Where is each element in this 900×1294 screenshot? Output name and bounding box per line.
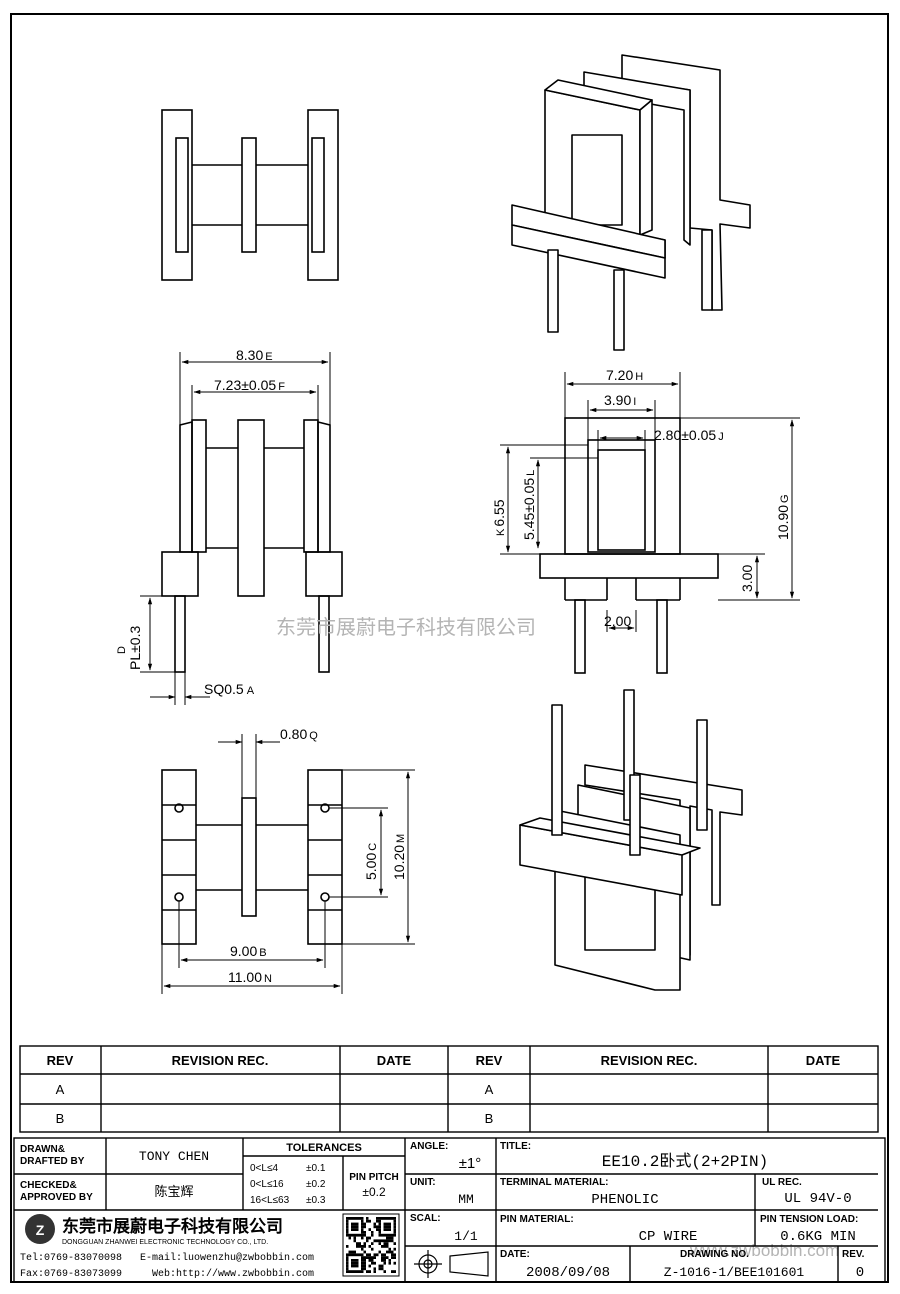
unit-label: UNIT: — [410, 1177, 436, 1188]
tension-label: PIN TENSION LOAD: — [760, 1214, 858, 1225]
terminal-value: PHENOLIC — [591, 1192, 658, 1208]
date-label: DATE: — [500, 1249, 530, 1260]
scale-value: 1/1 — [454, 1229, 478, 1244]
projection-symbol — [414, 1250, 489, 1278]
svg-text:Z: Z — [36, 1222, 45, 1238]
drawn-label: DRAWN& DRAFTED BY — [20, 1144, 85, 1167]
bottom-view — [161, 769, 343, 945]
title-label: TITLE: — [500, 1141, 531, 1152]
pin-material-value: CP WIRE — [639, 1229, 698, 1245]
rev-header-6: DATE — [806, 1053, 841, 1068]
company-fax: Fax:0769-83073099 — [20, 1269, 122, 1280]
dim-pin-row-pitch: 5.00C — [363, 843, 379, 880]
ul-value: UL 94V-0 — [784, 1191, 851, 1207]
drawing-label: DRAWING NO. — [680, 1249, 749, 1260]
title-value: EE10.2卧式(2+2PIN) — [602, 1152, 768, 1171]
revision-table — [19, 1045, 879, 1133]
front-view — [161, 419, 343, 673]
dim-pin-length-tag: D — [116, 646, 128, 654]
tol-value-1: ±0.1 — [306, 1163, 326, 1174]
company-logo: Z — [25, 1214, 55, 1244]
rev-header-2: REVISION REC. — [172, 1053, 269, 1068]
rev-header-3: DATE — [377, 1053, 412, 1068]
rev-label: REV. — [842, 1249, 865, 1260]
isometric-view-top — [511, 54, 751, 351]
isometric-view-bottom — [519, 689, 743, 991]
dim-window-height: 5.45±0.05L — [521, 470, 537, 540]
dim-flange-height: K6.55 — [491, 499, 507, 536]
scale-label: SCAL: — [410, 1213, 441, 1224]
checked-label: CHECKED& APPROVED BY — [20, 1180, 93, 1203]
dim-pin-length: PL±0.3 — [127, 626, 143, 670]
date-value: 2008/09/08 — [526, 1265, 610, 1281]
pin-pitch-label: PIN PITCH — [349, 1172, 398, 1183]
rev-value: 0 — [856, 1265, 864, 1281]
dim-bottom-length: 10.20M — [391, 834, 407, 880]
pin-pitch-tol: ±0.2 — [362, 1185, 386, 1199]
tol-range-1: 0<L≤4 — [250, 1163, 278, 1174]
terminal-label: TERMINAL MATERIAL: — [500, 1177, 609, 1188]
company-email: E-mail:luowenzhu@zwbobbin.com — [140, 1252, 314, 1264]
angle-label: ANGLE: — [410, 1141, 448, 1152]
tolerances-label: TOLERANCES — [286, 1142, 362, 1154]
tol-range-2: 0<L≤16 — [250, 1179, 284, 1190]
side-view — [539, 417, 719, 674]
drawing-value: Z-1016-1/BEE101601 — [664, 1265, 805, 1280]
dim-base-height: 3.00 — [739, 565, 755, 592]
rev-row-a-right: A — [485, 1082, 494, 1097]
qr-code — [342, 1213, 400, 1277]
company-name-en: DONGGUAN ZHANWEI ELECTRONIC TECHNOLOGY C… — [62, 1239, 268, 1246]
rev-header-5: REVISION REC. — [601, 1053, 698, 1068]
angle-value: ±1° — [459, 1155, 482, 1172]
pin-material-label: PIN MATERIAL: — [500, 1214, 574, 1225]
watermark-text: 东莞市展蔚电子科技有限公司 — [276, 616, 536, 639]
company-name-cn: 东莞市展蔚电子科技有限公司 — [62, 1216, 283, 1236]
dim-overall-height: 10.90G — [775, 494, 791, 540]
rev-row-a-left: A — [56, 1082, 65, 1097]
drawn-by: TONY CHEN — [139, 1149, 209, 1164]
tension-value: 0.6KG MIN — [780, 1229, 856, 1245]
tol-value-3: ±0.3 — [306, 1195, 326, 1206]
rev-header-1: REV — [47, 1053, 74, 1068]
company-web: Web:http://www.zwbobbin.com — [152, 1268, 314, 1280]
rev-row-b-left: B — [56, 1111, 65, 1126]
company-tel: Tel:0769-83070098 — [20, 1252, 122, 1264]
front-view-dims — [140, 352, 331, 705]
rev-header-4: REV — [476, 1053, 503, 1068]
tol-range-3: 16<L≤63 — [250, 1195, 290, 1206]
side-view-dims — [500, 372, 800, 632]
title-block-grid — [13, 1137, 886, 1283]
dim-pin-gap: 2.00 — [604, 613, 631, 629]
checked-by: 陈宝辉 — [154, 1184, 193, 1199]
rev-row-b-right: B — [485, 1111, 494, 1126]
tol-value-2: ±0.2 — [306, 1179, 326, 1190]
ul-label: UL REC. — [762, 1177, 802, 1188]
top-view — [161, 109, 339, 281]
unit-value: MM — [458, 1192, 474, 1207]
bottom-view-dims — [161, 734, 415, 994]
